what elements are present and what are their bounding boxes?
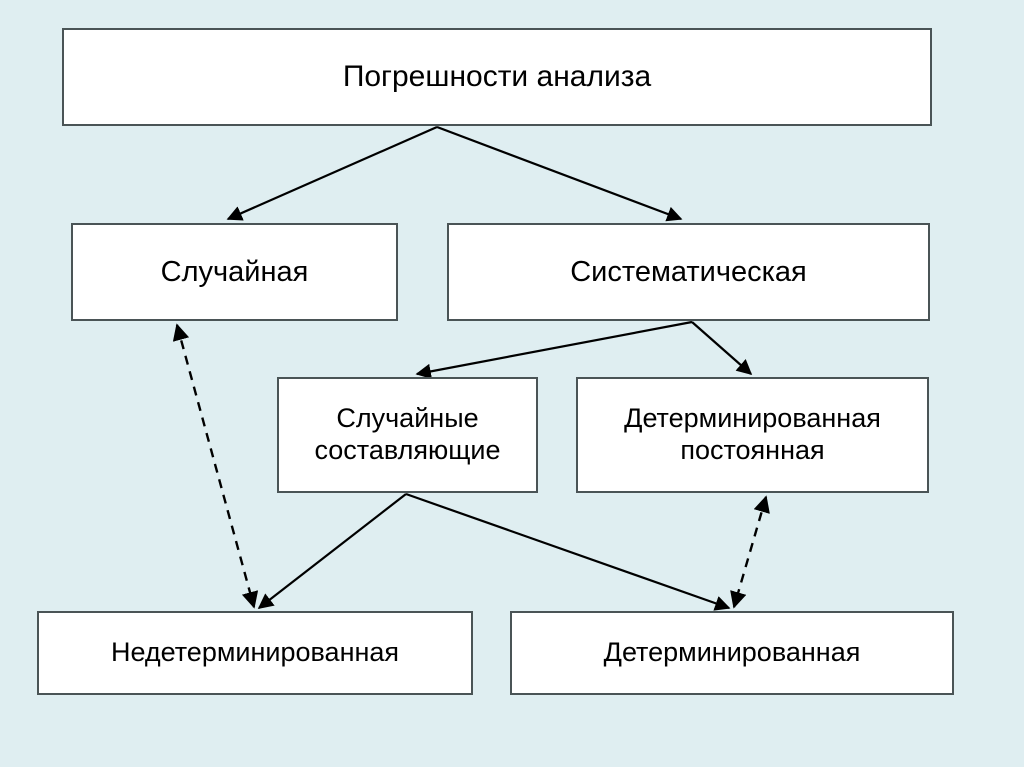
edge-random-components-to-nondetermined <box>257 493 407 609</box>
edge-systematic-to-determined-constant <box>691 321 753 376</box>
node-determinirovannaya[interactable]: Детерминированная <box>510 611 954 695</box>
edge-random-components-to-determined <box>405 492 731 611</box>
node-label: Детерминированная <box>603 637 861 668</box>
edge-root-to-random <box>226 125 438 221</box>
edge-systematic-to-random-components <box>415 320 693 379</box>
edge-random-to-nondetermined-dashed <box>172 323 259 609</box>
node-determinirovannaya-postoyannaya[interactable]: Детерминированная постоянная <box>576 377 929 493</box>
node-nedeterminirovannaya[interactable]: Недетерминированная <box>37 611 473 695</box>
node-label: Недетерминированная <box>110 637 400 668</box>
node-sluchaynaya[interactable]: Случайная <box>71 223 398 321</box>
node-pogreshnosti-analiza[interactable]: Погрешности анализа <box>62 28 932 126</box>
edge-determined-constant-to-determined-dashed <box>730 495 770 609</box>
node-sluchaynye-sostavlyayushchie[interactable]: Случайные составляющие <box>277 377 538 493</box>
node-label: Погрешности анализа <box>342 60 652 94</box>
node-label: Случайная <box>160 255 309 288</box>
node-label: Случайные составляющие <box>314 403 501 465</box>
node-sistematicheskaya[interactable]: Систематическая <box>447 223 930 321</box>
node-label: Систематическая <box>570 255 807 288</box>
edge-root-to-systematic <box>436 125 683 222</box>
node-label: Детерминированная постоянная <box>624 403 881 465</box>
